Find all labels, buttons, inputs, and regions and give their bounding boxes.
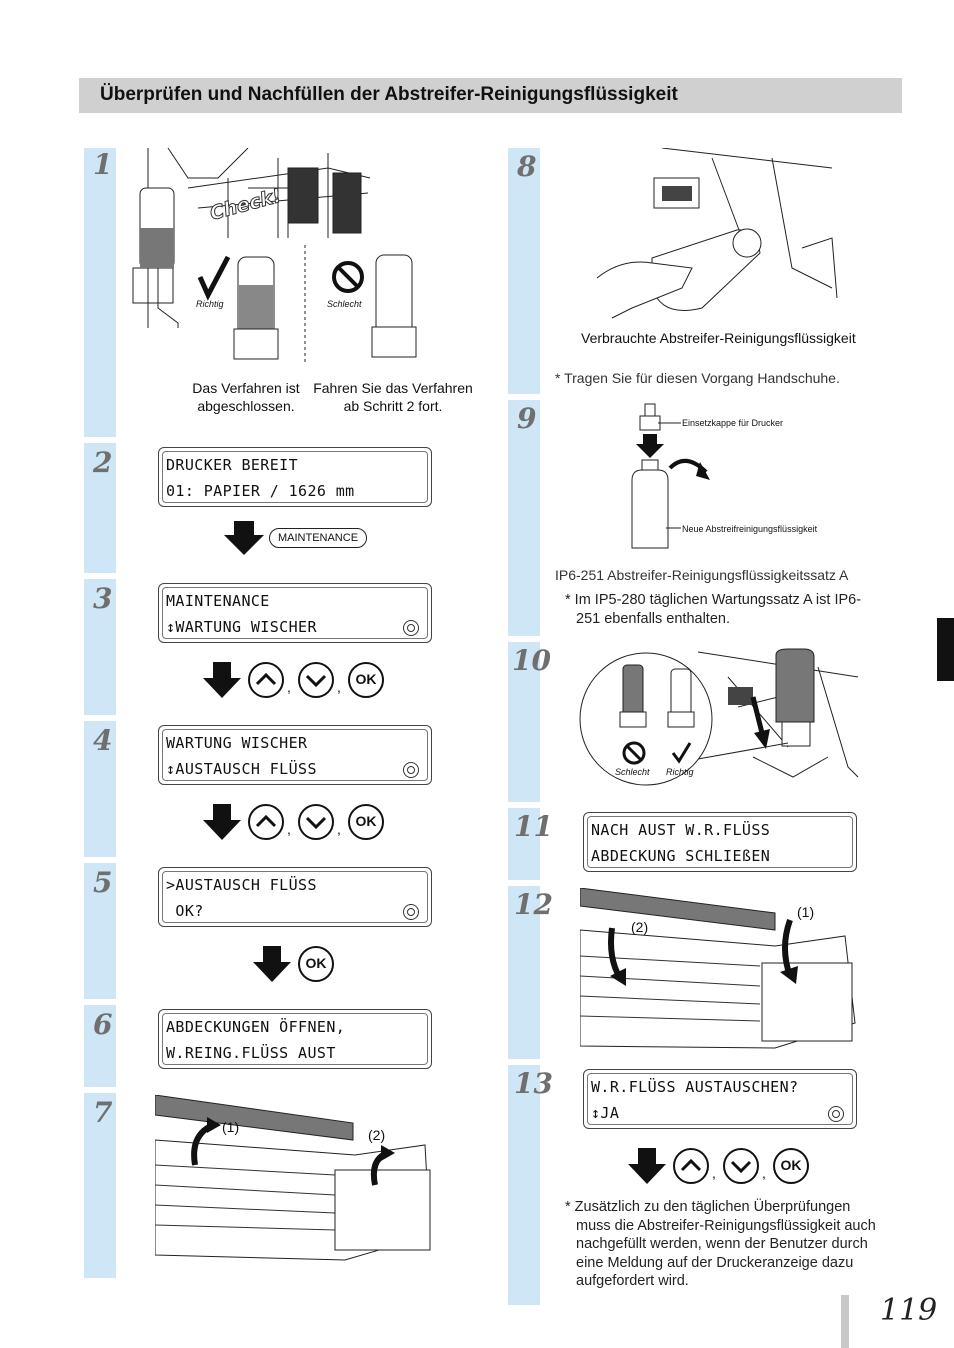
dial-icon [403,904,419,920]
step-number: 8 [517,150,537,183]
bottle-insert-illustration [579,648,859,786]
comma: , [287,679,291,695]
callout-1: (1) [222,1119,240,1135]
dial-icon [828,1106,844,1122]
ok-key-icon: OK [355,671,377,687]
step-3-bar [84,579,116,715]
down-arrow-icon [224,521,264,555]
comma: , [712,1165,716,1181]
step-number: 2 [93,446,113,479]
bottle-comparison-illustration [197,245,417,365]
step-8-bar [508,148,540,394]
step-1-bar [84,148,116,437]
page-number-bar [841,1295,849,1348]
step-number: 10 [512,644,551,677]
step-13-bar [508,1065,540,1305]
step-10-bar [508,642,540,802]
step-number: 4 [93,724,113,757]
ok-key-icon: OK [305,955,327,971]
key-sequence [628,1148,809,1184]
chapter-tab [937,618,954,681]
schlecht-label: Schlecht [327,299,362,309]
step-4-bar [84,721,116,857]
step-number: 6 [93,1008,113,1041]
page-title: Überprüfen und Nachfüllen der Abstreifer… [100,84,678,105]
printer-open-cover-illustration [155,1095,431,1261]
lcd-display: >AUSTAUSCH FLÜSS OK? [158,867,432,927]
kit-name: IP6-251 Abstreifer-Reinigungsflüssigkeit… [555,567,849,583]
printer-inside-illustration: Check! [128,148,373,330]
maintenance-key: MAINTENANCE [269,528,367,548]
dial-icon [403,762,419,778]
refill-note: * Zusätzlich zu den täglichen Überprüfun… [565,1199,876,1289]
step-12-bar [508,886,540,1059]
comma: , [762,1165,766,1181]
richtig-label: Richtig [196,299,224,309]
step-6-bar [84,1005,116,1087]
callout-2: (2) [368,1127,386,1143]
step-number: 11 [514,810,553,843]
ok-key-icon: OK [355,813,377,829]
step-5-bar [84,863,116,999]
schlecht-label: Schlecht [615,767,650,777]
used-fluid-caption: Verbrauchte Abstreifer-Reinigungsflüssig… [581,330,856,346]
page-number: 119 [880,1293,938,1328]
lcd-display: WARTUNG WISCHER↕AUSTAUSCH FLÜSS [158,725,432,785]
cap-label: Einsetzkappe für Drucker [682,418,784,428]
used-bottle-removal-illustration [596,148,838,319]
callout-1: (1) [797,904,815,920]
new-bottle-illustration [631,403,710,549]
step-2-bar [84,443,116,573]
callout-2: (2) [631,919,649,935]
ok-key-icon: OK [780,1157,802,1173]
dial-icon [403,620,419,636]
key-sequence [203,662,384,698]
comma: , [337,679,341,695]
section-title-bar: Überprüfen und Nachfüllen der Abstreifer… [79,78,902,113]
step-7-bar [84,1093,116,1278]
step-number: 9 [517,402,537,435]
step-11-bar [508,808,540,880]
step-9-bar [508,400,540,636]
step-number: 5 [93,866,113,899]
lcd-display: MAINTENANCE↕WARTUNG WISCHER [158,583,432,643]
gloves-note: * Tragen Sie für diesen Vorgang Handschu… [555,370,840,386]
comma: , [287,821,291,837]
key-sequence [203,804,384,840]
comma: , [337,821,341,837]
printer-close-cover-illustration [580,888,856,1049]
lcd-display: ABDECKUNGEN ÖFFNEN,W.REING.FLÜSS AUST [158,1009,432,1069]
step-number: 13 [514,1067,553,1100]
key-sequence [253,946,334,982]
kit-note: * Im IP5-280 täglichen Wartungssatz A is… [565,592,862,627]
new-fluid-label: Neue Abstreifreinigungsflüssigkeit [682,524,818,534]
richtig-label: Richtig [666,767,694,777]
step-number: 3 [93,582,113,615]
step-number: 12 [514,888,553,921]
step-number: 7 [93,1096,113,1129]
lcd-display: W.R.FLÜSS AUSTAUSCHEN?↕JA [583,1069,857,1129]
step-number: 1 [93,148,113,181]
